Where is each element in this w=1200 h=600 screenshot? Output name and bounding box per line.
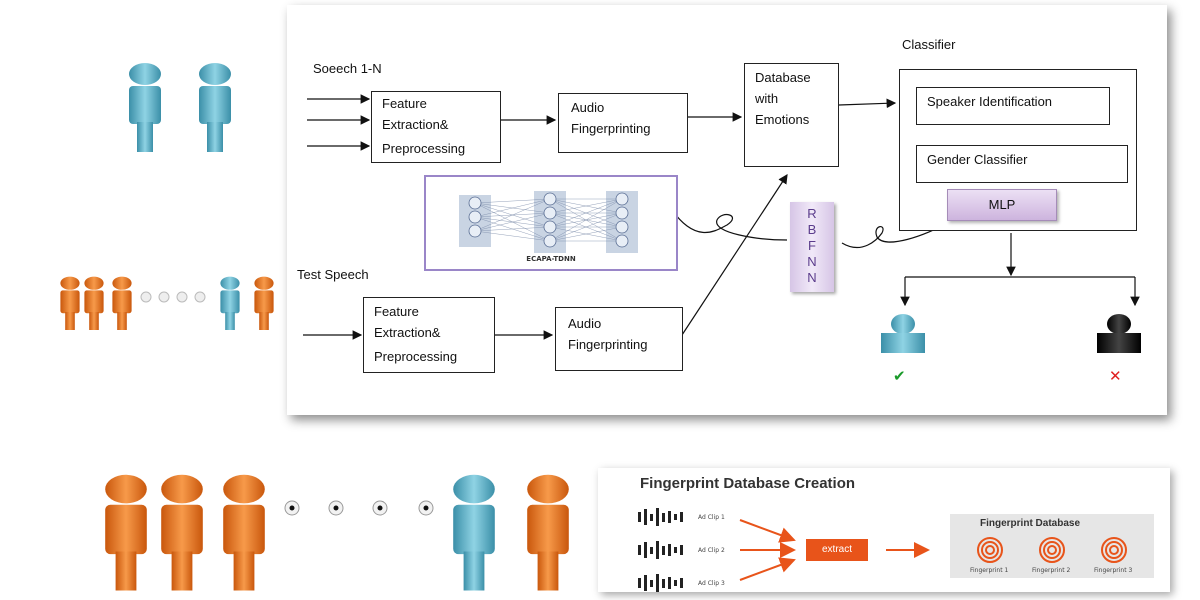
fingerprint-database-title: Fingerprint Database [980, 518, 1081, 529]
neural-network-graphic [459, 191, 638, 253]
mlp-box: MLP [947, 189, 1057, 221]
waveform-icon-1 [638, 508, 683, 526]
feature-extraction-box-2: Feature Extraction& Preprocessing [363, 297, 495, 373]
fingerprint-database-box: Fingerprint Database Fingerprint 1 Finge… [950, 514, 1154, 578]
fingerprint-panel: Fingerprint Database Creation Ad Clip 1 … [598, 468, 1170, 592]
audio-fp-line-2: Fingerprinting [571, 120, 651, 136]
ecapa-tdnn-label: ECAPA-TDNN [526, 255, 576, 263]
person-icon-blue-1 [120, 62, 170, 152]
reject-x-icon: ✕ [1109, 367, 1122, 385]
gender-classifier-box: Gender Classifier [916, 145, 1128, 183]
rejected-person-icon [1097, 314, 1141, 353]
person-icon-orange-small-3 [110, 270, 134, 336]
fingerprint-label-3: Fingerprint 3 [1094, 567, 1133, 574]
ecapa-tdnn-image: ECAPA-TDNN [424, 175, 678, 271]
feature-line-2: Extraction& [382, 116, 449, 132]
rbfnn-letter-f: F [808, 238, 816, 253]
rbfnn-letter-n1: N [807, 254, 817, 269]
accept-check-icon: ✔ [893, 367, 906, 385]
audio-fp2-line-1: Audio [568, 316, 602, 331]
extract-box: extract [806, 539, 868, 561]
extract-label: extract [821, 544, 852, 555]
speaker-identification-label: Speaker Identification [927, 94, 1053, 109]
speech-input-label: Soeech 1-N [313, 61, 382, 76]
orange-arrows [739, 519, 930, 581]
database-line-1: Database [755, 70, 811, 85]
clip-label-2: Ad Clip 2 [698, 547, 725, 554]
main-diagram-panel: Soeech 1-N Test Speech Classifier Featur… [287, 5, 1167, 415]
speaker-identification-box: Speaker Identification [916, 87, 1110, 125]
rbfnn-letter-n2: N [807, 270, 817, 285]
person-icon-blue-large [448, 472, 500, 592]
feature2-line-2: Extraction& [374, 324, 441, 340]
database-line-3: Emotions [755, 111, 810, 127]
feature-line-3: Preprocessing [382, 140, 466, 156]
person-icon-orange-small-2 [82, 270, 106, 336]
fingerprint-label-1: Fingerprint 1 [970, 567, 1009, 574]
person-icon-blue-2 [190, 62, 240, 152]
accepted-person-icon [881, 314, 925, 353]
database-line-2: with [755, 90, 779, 106]
person-icon-orange-small-1 [58, 270, 82, 336]
audio-fp2-line-2: Fingerprinting [568, 336, 648, 352]
fingerprint-icon-1 [977, 537, 1003, 563]
person-icon-orange-small-4 [252, 270, 276, 336]
waveform-icon-2 [638, 541, 683, 559]
audio-fp-line-1: Audio [571, 100, 605, 115]
test-speech-label: Test Speech [297, 267, 369, 282]
rbfnn-letter-b: B [807, 222, 817, 237]
ellipsis-dots-small [138, 290, 218, 309]
person-icon-orange-large-2 [156, 472, 208, 592]
clip-label-3: Ad Clip 3 [698, 580, 725, 587]
connector-lines [303, 94, 1140, 340]
feature-line-1: Feature [382, 96, 427, 111]
fingerprint-icon-3 [1101, 537, 1127, 563]
feature-extraction-box-1: Feature Extraction& Preprocessing [371, 91, 501, 163]
database-emotions-box: Database with Emotions [744, 63, 839, 167]
audio-fingerprinting-box-1: Audio Fingerprinting [558, 93, 688, 153]
person-icon-orange-large-3 [218, 472, 270, 592]
fingerprint-icon-2 [1039, 537, 1065, 563]
rbfnn-letter-r: R [807, 206, 817, 221]
fingerprint-panel-title: Fingerprint Database Creation [640, 475, 856, 492]
rbfnn-box: R B F N N [790, 202, 834, 292]
clip-label-1: Ad Clip 1 [698, 514, 725, 521]
gender-classifier-label: Gender Classifier [927, 152, 1028, 167]
person-icon-blue-small [218, 270, 242, 336]
person-icon-orange-large-4 [522, 472, 574, 592]
classifier-label: Classifier [902, 37, 956, 52]
feature2-line-1: Feature [374, 304, 419, 319]
feature2-line-3: Preprocessing [374, 348, 458, 364]
waveform-icon-3 [638, 574, 683, 592]
mlp-label: MLP [988, 197, 1016, 212]
ellipsis-dots-large [280, 498, 440, 523]
person-icon-orange-large-1 [100, 472, 152, 592]
audio-fingerprinting-box-2: Audio Fingerprinting [555, 307, 683, 371]
fingerprint-label-2: Fingerprint 2 [1032, 567, 1071, 574]
